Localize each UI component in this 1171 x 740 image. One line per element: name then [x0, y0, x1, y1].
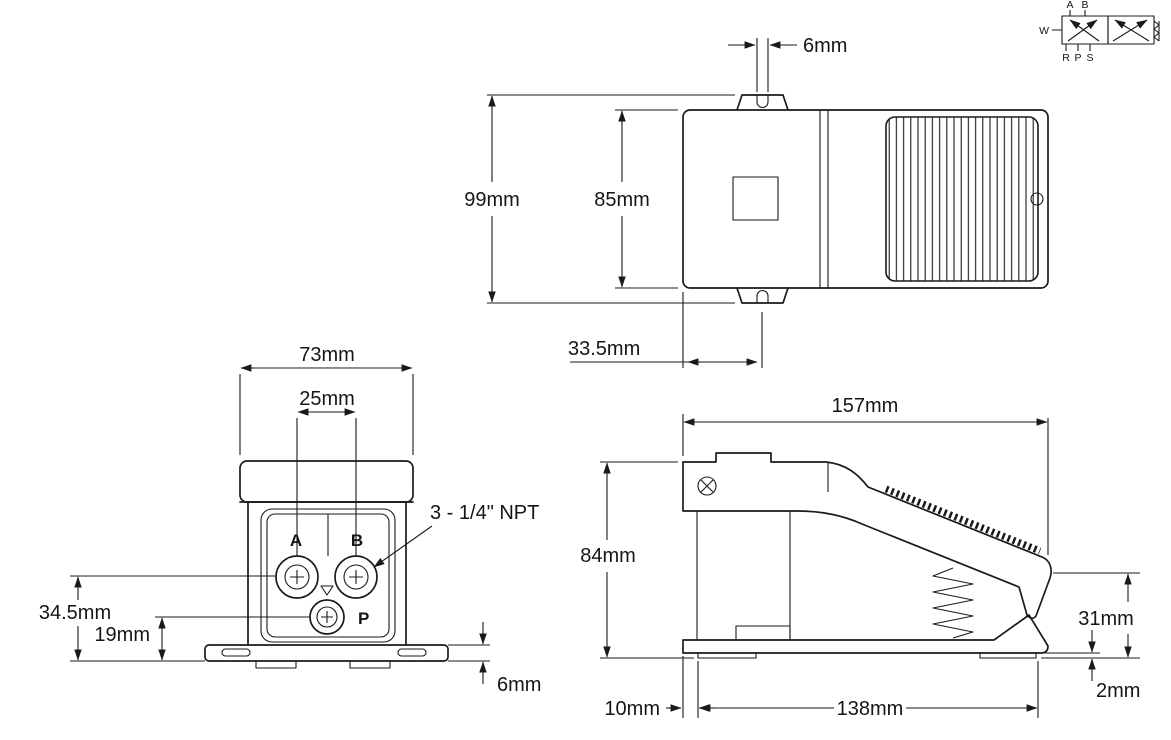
dim-body-85-label: 85mm	[594, 189, 650, 211]
dim-p-port-height-label: 19mm	[94, 624, 150, 646]
dim-foot-offset: 10mm	[604, 656, 1039, 720]
pneumatic-symbol: A B W R P S	[1039, 0, 1160, 64]
front-body	[239, 501, 414, 646]
dim-pedal-end-height-label: 31mm	[1078, 608, 1134, 630]
dim-overall-length: 157mm	[682, 395, 1049, 555]
spring	[932, 567, 974, 639]
dim-pad-thickness-label: 2mm	[1096, 680, 1140, 702]
symbol-port-s-label: S	[1086, 52, 1093, 64]
front-lid	[239, 460, 414, 503]
dim-overall-height: 84mm	[580, 461, 694, 659]
housing-detail	[735, 625, 791, 641]
side-view: 157mm 84mm 31mm 10mm 138mm	[580, 395, 1140, 720]
dim-port-depth: 34.5mm	[39, 575, 276, 662]
flange-slot-right	[397, 648, 427, 657]
flow-arrow-icon	[1112, 19, 1148, 42]
port-a-label: A	[290, 531, 302, 550]
dim-p-port-height: 19mm	[94, 616, 310, 661]
valve-port-window	[732, 176, 779, 221]
npt-note: 3 - 1/4" NPT	[373, 502, 539, 568]
dim-tab-offset-label: 33.5mm	[568, 338, 640, 360]
dim-foot-spacing: 138mm	[698, 698, 1038, 720]
dim-overall-length-label: 157mm	[832, 395, 899, 417]
symbol-port-p-label: P	[1074, 52, 1081, 64]
port-a	[275, 555, 319, 599]
mount-slot-top	[756, 95, 769, 108]
dim-foot-spacing-label: 138mm	[837, 698, 904, 720]
symbol-port-a-label: A	[1066, 0, 1073, 11]
pedal-serration	[884, 485, 1042, 555]
flange-slot-left	[221, 648, 251, 657]
dim-slot-width: 6mm	[728, 35, 847, 92]
cast-mark	[320, 585, 334, 596]
top-view: 6mm 99mm 85mm 33.5mm	[464, 35, 1049, 368]
dim-foot-offset-label: 10mm	[604, 698, 660, 720]
mount-tab-top	[736, 94, 789, 111]
base-pad-left	[697, 652, 757, 659]
dim-overall-99-label: 99mm	[464, 189, 520, 211]
dim-tab-offset: 33.5mm	[568, 292, 763, 368]
symbol-port-w-label: W	[1039, 25, 1049, 37]
port-stubs	[1052, 10, 1091, 51]
port-b-label: B	[351, 531, 363, 550]
tread-notch	[1030, 192, 1044, 206]
dim-port-spacing: 25mm	[296, 388, 357, 556]
flow-arrow-icon	[1114, 19, 1150, 42]
mount-tab-bottom	[736, 287, 789, 304]
housing-walls	[696, 511, 791, 640]
dim-slot-width-label: 6mm	[803, 35, 847, 57]
pedal-profile	[682, 452, 1052, 620]
base-plate	[682, 614, 1049, 654]
port-p-label: P	[358, 609, 369, 628]
dim-body-width: 73mm	[239, 344, 414, 455]
flow-arrow-icon	[1067, 19, 1098, 42]
dim-pad-thickness: 2mm	[1041, 630, 1140, 702]
port-p	[309, 599, 345, 635]
symbol-port-b-label: B	[1081, 0, 1088, 11]
dim-overall-99: 99mm	[464, 94, 735, 304]
port-b	[334, 555, 378, 599]
foot-pad-left	[255, 660, 297, 669]
dim-port-spacing-label: 25mm	[299, 388, 355, 410]
base-pad-right	[979, 652, 1037, 659]
symbol-box-right	[1107, 15, 1155, 45]
npt-note-label: 3 - 1/4" NPT	[430, 502, 539, 524]
dim-body-width-label: 73mm	[299, 344, 355, 366]
dim-body-85: 85mm	[594, 109, 678, 289]
screw-icon	[697, 476, 717, 496]
spring-icon	[1153, 20, 1160, 42]
flow-arrow-icon	[1069, 19, 1100, 42]
mount-flange	[204, 644, 449, 662]
top-view-body	[682, 109, 1049, 289]
dim-overall-height-label: 84mm	[580, 545, 636, 567]
dim-flange-thickness: 6mm	[448, 622, 541, 696]
pedal-tread	[885, 116, 1039, 282]
dim-pedal-end-height: 31mm	[1042, 572, 1140, 659]
symbol-port-r-label: R	[1062, 52, 1070, 64]
dim-port-depth-label: 34.5mm	[39, 602, 111, 624]
foot-pad-right	[349, 660, 391, 669]
hinge-lines	[819, 110, 829, 288]
mount-slot-bottom	[756, 290, 769, 303]
front-view: A B P 73mm 25mm 3 - 1/4" NPT 34.5mm	[39, 344, 542, 696]
dim-flange-thickness-label: 6mm	[497, 674, 541, 696]
